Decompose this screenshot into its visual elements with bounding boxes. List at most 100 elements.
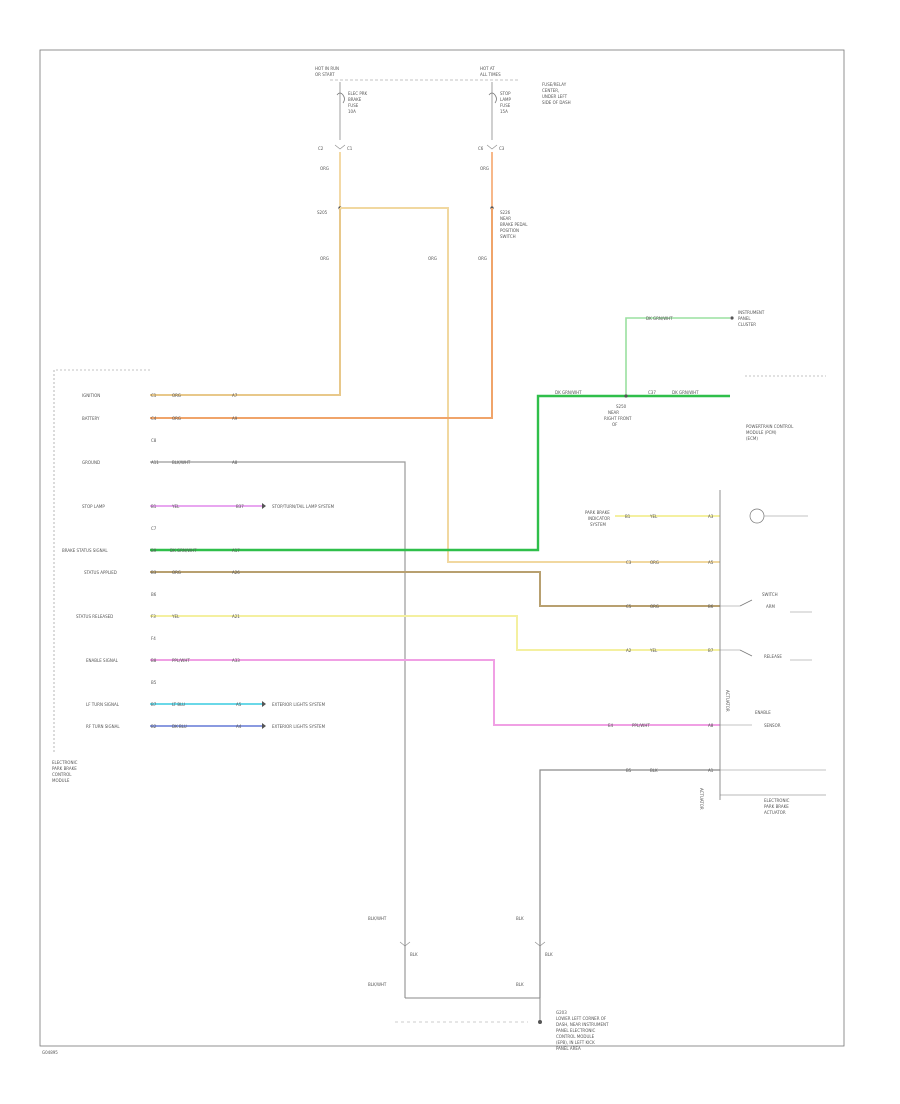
- wire-status-applied: [150, 571, 720, 607]
- module-label-4: MODULE: [52, 778, 70, 783]
- pin-rf-turn-cavity: A4: [236, 724, 242, 729]
- pin-rf-turn-color: DK BLU: [172, 724, 187, 729]
- pin-status-released-cavity: A21: [232, 614, 240, 619]
- ground-label-6: (EPB), IN LEFT KICK: [556, 1040, 595, 1045]
- row-enable-wire: PPL/WHT: [632, 723, 650, 728]
- ground-vertical-label: ACTUATOR: [699, 788, 704, 810]
- row-applied-pin: C3: [626, 560, 632, 565]
- wire-cluster: [625, 317, 730, 396]
- right-fuse-label-4: 15A: [500, 109, 508, 114]
- wire-ground-left: [150, 461, 406, 998]
- fuse-block-label-2: CENTER,: [542, 88, 559, 93]
- fuse-block-label-1: FUSE/RELAY: [542, 82, 567, 87]
- right-fuse-label-2: LAMP: [500, 97, 512, 102]
- pin-enable-num: B8: [151, 658, 157, 663]
- splice-s250-label-1: S250: [616, 404, 627, 409]
- pin-ground-name: GROUND: [82, 460, 100, 465]
- pin-status-released-num: F3: [151, 614, 156, 619]
- pin-brake-status-cavity: A17: [232, 548, 240, 553]
- pin-lf-turn-name: LF TURN SIGNAL: [86, 702, 120, 707]
- pin-battery-name: BATTERY: [82, 416, 100, 421]
- pin-status-applied-cavity: A26: [232, 570, 240, 575]
- right-fuse-connector: [486, 144, 498, 150]
- right-fuse-label-3: FUSE: [500, 103, 511, 108]
- pcm-label-1: POWERTRAIN CONTROL: [746, 424, 794, 429]
- ground-right-connector: [534, 941, 546, 947]
- wire-status-released: [150, 615, 720, 651]
- pin-enable-cavity: A33: [232, 658, 240, 663]
- wire-brake-status: [150, 394, 730, 552]
- row-ground-pin: B5: [626, 768, 632, 773]
- ground-label-4: PANEL ELECTRONIC: [556, 1028, 596, 1033]
- row-status-released-wire: YEL: [649, 648, 658, 653]
- splice-s226-desc-1: NEAR: [500, 216, 511, 221]
- ground-label-7: PANEL AREA: [556, 1046, 581, 1051]
- pin-status-released-name: STATUS RELEASED: [76, 614, 113, 619]
- wire-battery: [150, 208, 493, 419]
- wire-label-a: ORG: [320, 166, 329, 171]
- pin-battery-cavity: A9: [232, 416, 238, 421]
- pin-battery-num: C4: [151, 416, 157, 421]
- pin-lf-turn-num: B7: [151, 702, 157, 707]
- splice-s250-label-3: RIGHT FRONT: [604, 416, 632, 421]
- cluster-wire-label: DK GRN/WHT: [646, 316, 673, 321]
- pin-ignition-name: IGNITION: [82, 393, 100, 398]
- right-fuse-symbol: [488, 92, 497, 104]
- wire-label-d: ORG: [428, 256, 437, 261]
- arm-switch-blade: [739, 599, 753, 607]
- pin-status-released-color: YEL: [171, 614, 180, 619]
- module-label-3: CONTROL: [52, 772, 72, 777]
- pin-battery-color: ORG: [172, 416, 181, 421]
- motor-icon: [749, 508, 765, 524]
- wire-status-applied-feed: [340, 207, 720, 563]
- splice-s226-desc-3: POSITION: [500, 228, 519, 233]
- left-fuse-label-1: ELEC PRK: [348, 91, 368, 96]
- indicator-cavity: A3: [708, 514, 714, 519]
- pcm-label-2: MODULE (PCM): [746, 430, 777, 435]
- row-status-applied-cavity: B6: [708, 604, 714, 609]
- splice-s250-dot: [624, 394, 628, 398]
- left-fuse-pin-1: C2: [318, 146, 324, 151]
- ground-left-mid-label: BLK: [410, 952, 418, 957]
- release-switch-blade: [739, 649, 753, 657]
- pin-brake-status-num: B9: [151, 548, 157, 553]
- indicator-pin: B1: [625, 514, 631, 519]
- row-status-released-pin: A2: [626, 648, 632, 653]
- row-ground-wire: BLK: [650, 768, 658, 773]
- pin-status-applied-color: ORG: [172, 570, 181, 575]
- wire-label-e: ORG: [478, 256, 487, 261]
- fuse-block-label-3: UNDER LEFT: [542, 94, 568, 99]
- row-status-applied-pin: C5: [626, 604, 632, 609]
- pin-ignition-num: C1: [151, 393, 157, 398]
- pcm-wire-label: DK GRN/WHT: [672, 390, 699, 395]
- footer-code: G04895: [42, 1050, 58, 1055]
- pin-ground-num: A11: [151, 460, 159, 465]
- ground-right-top-label: BLK: [516, 916, 524, 921]
- wire-ignition: [150, 208, 341, 396]
- pin-ground-color: BLK/WHT: [172, 460, 191, 465]
- splice-s250-label-4: OF: [612, 422, 618, 427]
- pcm-label-3: (ECM): [746, 436, 758, 441]
- actuator-vertical-label: ACTUATOR: [725, 690, 730, 712]
- ground-left-bottom-label: BLK/WHT: [368, 982, 387, 987]
- lf-turn-ref: EXTERIOR LIGHTS SYSTEM: [272, 702, 326, 707]
- left-fuse-label-3: FUSE: [348, 103, 359, 108]
- lf-turn-ref-arrow: [262, 701, 266, 707]
- actuator-label-2: PARK BRAKE: [764, 804, 789, 809]
- row-applied-cavity: A5: [708, 560, 714, 565]
- row-enable-pin: E4: [608, 723, 614, 728]
- ground-symbol-icon: [538, 1020, 542, 1024]
- left-fuse-header-2: OR START: [315, 72, 335, 77]
- pin-blank-5-num: B5: [151, 680, 157, 685]
- ground-left-connector: [399, 941, 411, 947]
- pin-stop-lamp-num: B1: [151, 504, 157, 509]
- indicator-label-3: SYSTEM: [590, 522, 606, 527]
- splice-s226-label: S226: [500, 210, 511, 215]
- right-fuse-pin-2: C3: [499, 146, 505, 151]
- pin-ignition-color: ORG: [172, 393, 181, 398]
- cluster-terminal: [730, 316, 734, 320]
- wire-ground-right: [539, 769, 720, 998]
- splice-s250-label-2: NEAR: [608, 410, 619, 415]
- rf-turn-ref: EXTERIOR LIGHTS SYSTEM: [272, 724, 326, 729]
